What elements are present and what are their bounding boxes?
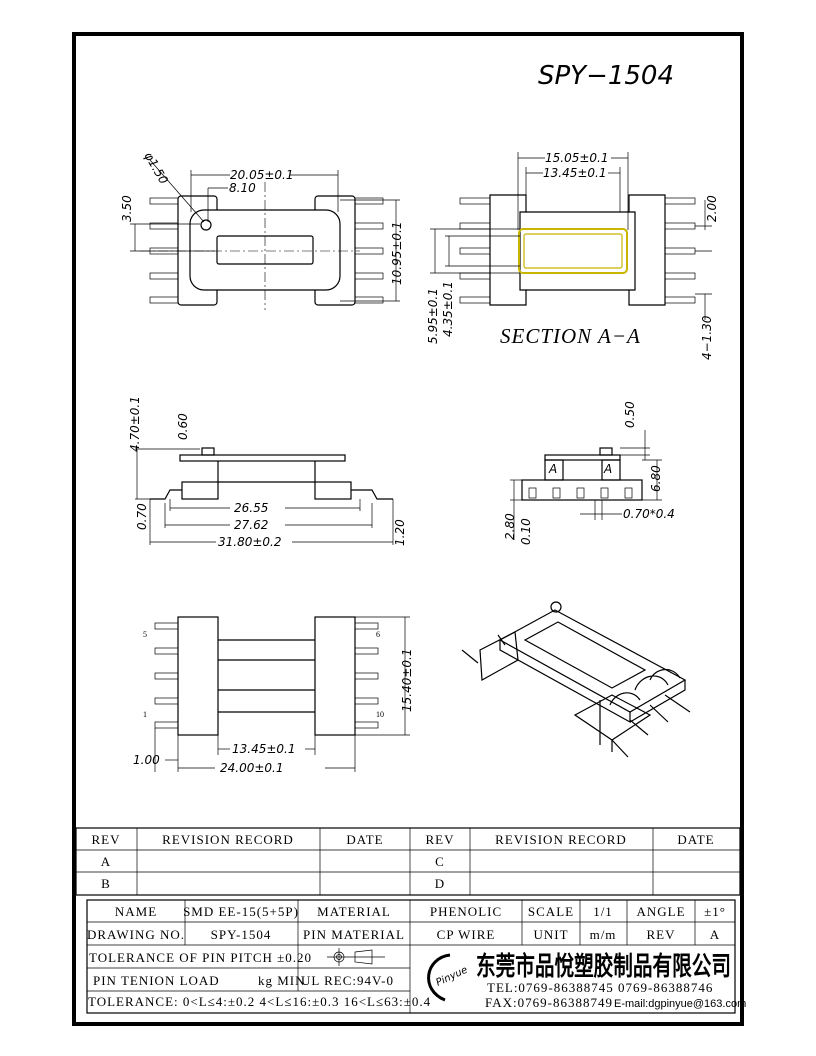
pin-label-6: 6 [376,630,380,639]
rev-c: C [435,854,445,869]
dim-section-w1: 15.05±0.1 [545,151,609,165]
dim-side-l3: 31.80±0.2 [218,535,282,549]
dim-end-pin: 0.70*0.4 [623,507,675,521]
company-email: E-mail:dgpinyue@163.com [614,998,746,1010]
rev-value: A [710,927,720,942]
company-logo: Pinyue [427,953,469,1002]
dim-end-gap: 0.10 [519,518,533,545]
date-header-2: DATE [677,832,714,847]
dim-bottom-w1: 13.45±0.1 [232,742,296,756]
dim-top-offset: 8.10 [229,181,256,195]
dim-hole-dia: φ1.50 [141,150,171,187]
dim-end-thickness: 0.50 [623,401,637,428]
pin-label-1: 1 [143,710,147,719]
rev-label: REV [647,927,676,942]
material-value: PHENOLIC [430,904,502,919]
rev-header-2: REV [426,832,455,847]
company-tel: TEL:0769-86388745 0769-86388746 [487,980,713,995]
name-label: NAME [115,904,157,919]
top-view: 20.05±0.1 8.10 φ1.50 3.50 10.95±0.1 [120,150,404,310]
unit-value: m/m [590,927,617,942]
pin-load-unit: kg MIN [258,973,306,988]
unit-label: UNIT [533,927,568,942]
pitch-tolerance: TOLERANCE OF PIN PITCH ±0.20 [89,950,312,965]
revision-table [75,827,741,896]
dim-side-thickness: 0.60 [176,413,190,440]
rev-d: D [435,876,445,891]
title-block [86,899,736,1014]
dim-section-d1: 2.00 [705,195,719,222]
dim-end-base: 2.80 [503,513,517,540]
section-mark-right: A [603,462,612,476]
dim-side-l1: 26.55 [234,501,268,515]
bottom-view: 5 6 1 10 15.40±0.1 13.45±0.1 1.00 24.00±… [133,616,414,775]
drawing-no-label: DRAWING NO. [87,927,185,942]
pin-label-5: 5 [143,630,147,639]
scale-value: 1/1 [593,904,613,919]
scale-label: SCALE [528,904,574,919]
dim-side-l2: 27.62 [234,518,268,532]
date-header: DATE [346,832,383,847]
part-name: SMD EE-15(5+5P) [183,904,299,919]
dim-bottom-w2: 24.00±0.1 [220,761,284,775]
isometric-view [461,601,691,758]
dim-top-height: 10.95±0.1 [390,222,404,286]
dim-pitch: 3.50 [120,195,134,222]
rev-header: REV [92,832,121,847]
dim-section-h1: 5.95±0.1 [426,288,440,344]
section-mark-left: A [548,462,557,476]
dim-end-height: 6.80 [649,465,663,492]
drawing-border [72,32,744,1026]
side-view: 4.70±0.1 0.60 0.70 26.55 27.62 31.80±0.2… [128,396,407,549]
revision-record-header-2: REVISION RECORD [495,832,627,847]
dim-side-height: 4.70±0.1 [128,396,142,452]
pin-label-10: 10 [376,710,384,719]
company-name: 东莞市品悅塑胶制品有限公司 [476,951,731,982]
dim-top-width: 20.05±0.1 [230,168,294,182]
section-view: 15.05±0.1 13.45±0.1 2.00 5.95±0.1 4.35±0… [426,151,719,360]
pin-material-label: PIN MATERIAL [303,927,405,942]
dim-side-pin: 0.70 [135,503,149,530]
dim-side-h2: 1.20 [393,519,407,546]
revision-record-header: REVISION RECORD [162,832,294,847]
end-view: A A 0.50 6.80 2.80 0.10 0.70*0.4 [503,401,675,545]
dim-section-h2: 4.35±0.1 [441,281,455,337]
logo-text: Pinyue [434,965,469,989]
pin-material-value: CP WIRE [437,927,496,942]
dim-section-pins: 4−1.30 [700,315,714,360]
pin-load-label: PIN TENION LOAD [93,973,220,988]
section-label: SECTION A−A [500,324,641,348]
dim-bottom-edge: 1.00 [133,753,160,767]
company-fax: FAX:0769-86388749 [485,995,613,1010]
angle-value: ±1° [704,904,726,919]
ul-rating: UL REC:94V-0 [301,973,394,988]
angle-label: ANGLE [636,904,685,919]
general-tolerance: TOLERANCE: 0<L≤4:±0.2 4<L≤16:±0.3 16<L≤6… [88,994,431,1009]
material-label: MATERIAL [317,904,391,919]
dim-section-w2: 13.45±0.1 [543,166,607,180]
dim-bottom-height: 15.40±0.1 [400,649,414,713]
rev-a: A [101,854,111,869]
rev-b: B [101,876,111,891]
drawing-no: SPY-1504 [211,927,272,942]
drawing-title: SPY−1504 [538,61,674,91]
